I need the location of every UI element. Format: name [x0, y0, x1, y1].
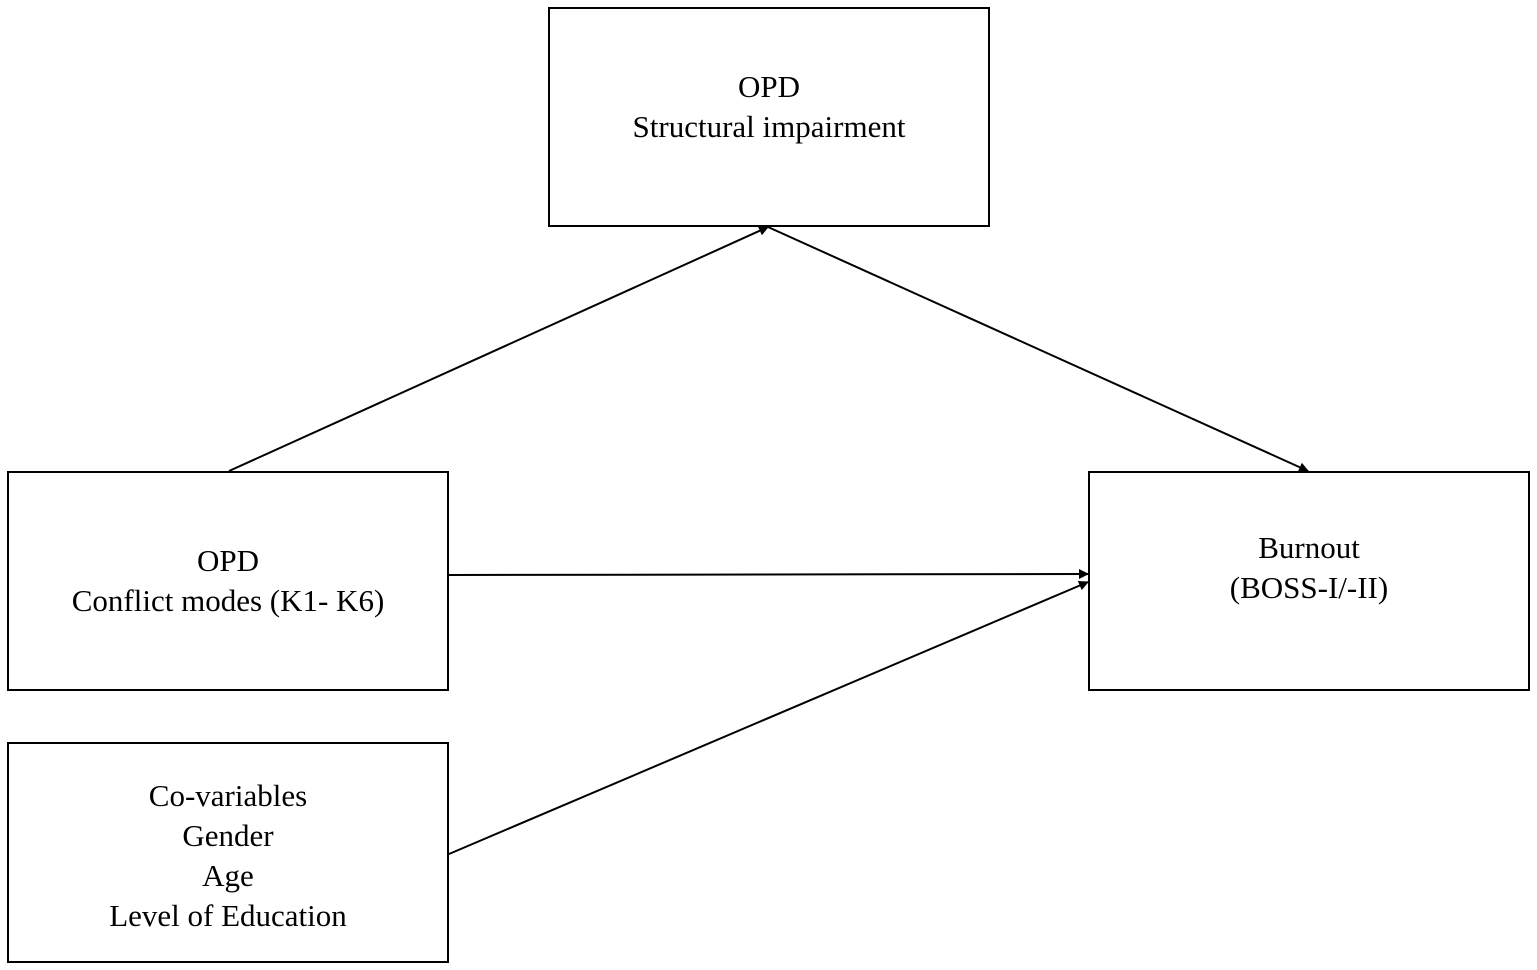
node-conflict-modes: OPD Conflict modes (K1- K6) [7, 471, 449, 691]
node-burnout-line-1: Burnout [1258, 530, 1360, 565]
arrow-conflict-to-burnout [448, 569, 1089, 580]
node-burnout-line-2: (BOSS-I/-II) [1229, 570, 1389, 605]
node-structural-impairment: OPD Structural impairment [548, 7, 990, 227]
node-covariables-line-4: Level of Education [109, 897, 347, 933]
node-conflict-line-2: Conflict modes (K1- K6) [71, 583, 385, 618]
node-covariables-line-2: Gender [182, 817, 274, 853]
node-covariables: Co-variables Gender Age Level of Educati… [7, 742, 449, 963]
node-burnout: Burnout (BOSS-I/-II) [1088, 471, 1530, 691]
node-covariables-line-1: Co-variables [148, 777, 308, 813]
arrow-conflict-to-structural [228, 226, 769, 472]
node-structural-line-2: Structural impairment [632, 109, 906, 144]
arrow-structural-to-burnout [767, 226, 1309, 472]
arrow-covariables-to-burnout [448, 580, 1089, 855]
node-structural-line-1: OPD [737, 69, 800, 104]
node-conflict-line-1: OPD [196, 543, 259, 578]
node-covariables-line-3: Age [202, 857, 254, 893]
